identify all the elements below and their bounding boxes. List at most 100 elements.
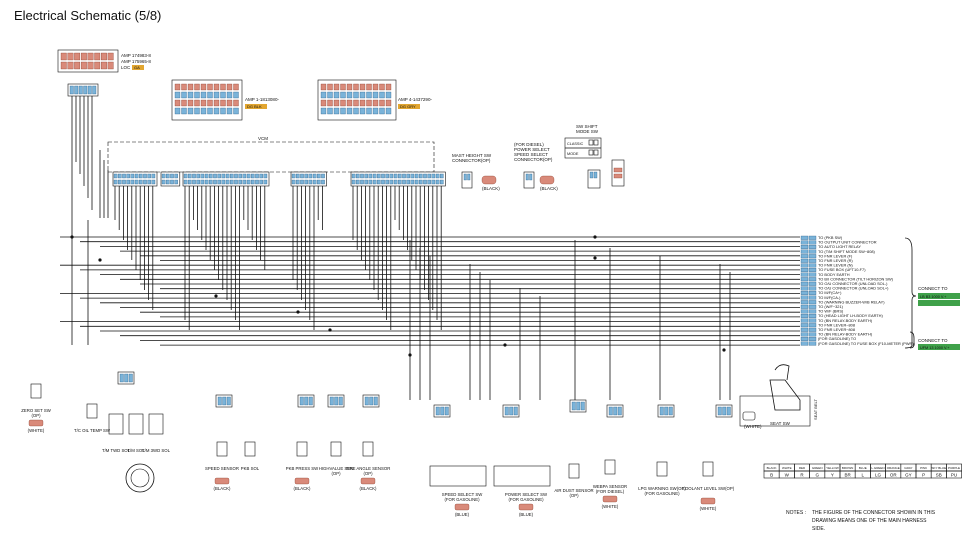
connector-pin [427, 173, 431, 179]
connector-pin [174, 107, 181, 115]
legend-color-code: R [800, 473, 804, 478]
connector-pin [242, 173, 247, 179]
connector-pin [139, 173, 143, 179]
connector-pin [174, 99, 181, 107]
connector-pin [372, 107, 379, 115]
connector-pin [118, 179, 122, 185]
connector-pin [87, 85, 92, 95]
ecu-right-tag: DG GRY [400, 104, 416, 109]
connector-pin [234, 173, 238, 179]
connector-pin [427, 179, 431, 185]
connector-pin [251, 179, 255, 185]
connector-pin [304, 173, 308, 179]
component-name: LPG WARNING SW(OP) [638, 486, 686, 491]
color-legend: BLACKBWHITEWREDRGREENGYELLOWYBROWNBRBLUE… [763, 463, 962, 479]
right-pin [808, 337, 817, 341]
connector-pin [60, 52, 67, 61]
right-line-label: TO (W/F~321) [818, 304, 844, 309]
mating-connector [360, 477, 376, 485]
component-highvalue-sen: HIGHVALUE SEN(OP) [319, 441, 353, 476]
connector-pin [183, 173, 188, 179]
connector-pin [217, 173, 221, 179]
right-line-label: TO M/F(CA-) [818, 295, 841, 300]
connector-pin [389, 179, 394, 185]
connector-pin [334, 396, 339, 406]
right-line-label: TO (PKB SW) [818, 235, 843, 240]
connector-pin [304, 396, 309, 406]
connector-pin [181, 83, 187, 91]
connector-pin [312, 173, 317, 179]
connector-pin [246, 173, 251, 179]
ecu-left-connector: AMP 1-1813080- DG BLK [171, 79, 279, 121]
connector-pin [385, 91, 392, 99]
right-line-label: TO M/F(CA+) [818, 290, 842, 295]
legend-color-name: RED [799, 466, 806, 470]
connector-pin [340, 107, 346, 115]
connector-pin [255, 173, 259, 179]
connect-to-1-label: CONNECT TO [918, 286, 948, 291]
switch-box [429, 465, 487, 487]
connector-pin [299, 396, 304, 406]
junction-dot [328, 328, 332, 332]
component-name: COOLANT LEVEL SW(OP) [682, 486, 735, 491]
sensor-body [604, 459, 616, 475]
connector-pin [291, 173, 296, 179]
component-name: T/C OIL TEMP SW [74, 428, 111, 433]
top-connector-tag: GA [134, 65, 140, 70]
legend-color-code: W [785, 473, 790, 478]
component-name: T/M SOL [127, 448, 145, 453]
connector-pin [78, 85, 83, 95]
component-webpa-sensor: WEBPA SENSOR(FOR DIESEL)(WHITE) [593, 459, 627, 509]
connector-pin [317, 173, 321, 179]
component-t-m-sol: T/M SOL [127, 413, 145, 453]
connector-pin [118, 173, 122, 179]
connector-pin [329, 396, 334, 406]
connector-pin [122, 173, 126, 179]
connector-pin [209, 179, 213, 185]
connector-pin [440, 406, 445, 416]
connector-pin [320, 83, 327, 91]
connector-pin [87, 61, 94, 70]
connector-pin [226, 91, 233, 99]
connector-pin [308, 173, 313, 179]
connector-pin [410, 173, 415, 179]
right-line-label: (FOR GASOLINE) TO FUSE BOX (F10-METER (P… [818, 341, 916, 346]
connector-pin [444, 406, 449, 416]
component-t-m-3wd-sol: T/M 3WD SOL [142, 413, 171, 453]
connector-pin [398, 179, 402, 185]
connector-pin [340, 99, 346, 107]
connector-pin [128, 373, 133, 383]
connector-pin [406, 179, 410, 185]
connector-pin [181, 99, 187, 107]
connector-pin [435, 173, 440, 179]
right-line-label: TO (T/M SHIFT MODE SW~808) [818, 249, 876, 254]
connector-pin [69, 85, 74, 95]
legend-color-name: YELLOW [826, 466, 839, 470]
connector-pin [613, 406, 618, 416]
sensor-body [30, 383, 42, 399]
component-speed-select-sw: SPEED SELECT SW(FOR GASOLINE)(BLUE) [429, 465, 487, 517]
legend-color-name: WHITE [782, 466, 792, 470]
connector-pin [304, 179, 308, 185]
connector-pin [359, 91, 366, 99]
right-pin [808, 314, 817, 318]
connector-pin [360, 173, 364, 179]
legend-color-name: PURPLE [948, 466, 960, 470]
component-sub: (OP) [569, 493, 579, 498]
right-pin [800, 314, 809, 318]
connector-pin [192, 179, 196, 185]
connector-pin [80, 61, 87, 70]
connector-pin [571, 401, 576, 411]
connector-pin [659, 406, 664, 416]
legend-color-name: PINK [920, 466, 927, 470]
connector-pin [233, 99, 239, 107]
connector-pin [321, 173, 325, 179]
connector-pin [351, 173, 356, 179]
component-t-c-oil-temp-sw: T/C OIL TEMP SW [74, 403, 111, 433]
component-power-select-sw: POWER SELECT SW(FOR GASOLINE)(BLUE) [493, 465, 551, 517]
connector-pin [134, 179, 139, 185]
connector-pin [170, 173, 174, 179]
power-select-label1: (FOR DIESEL) [514, 142, 544, 147]
connector-pin [147, 173, 151, 179]
harness-connector-top [67, 83, 99, 97]
